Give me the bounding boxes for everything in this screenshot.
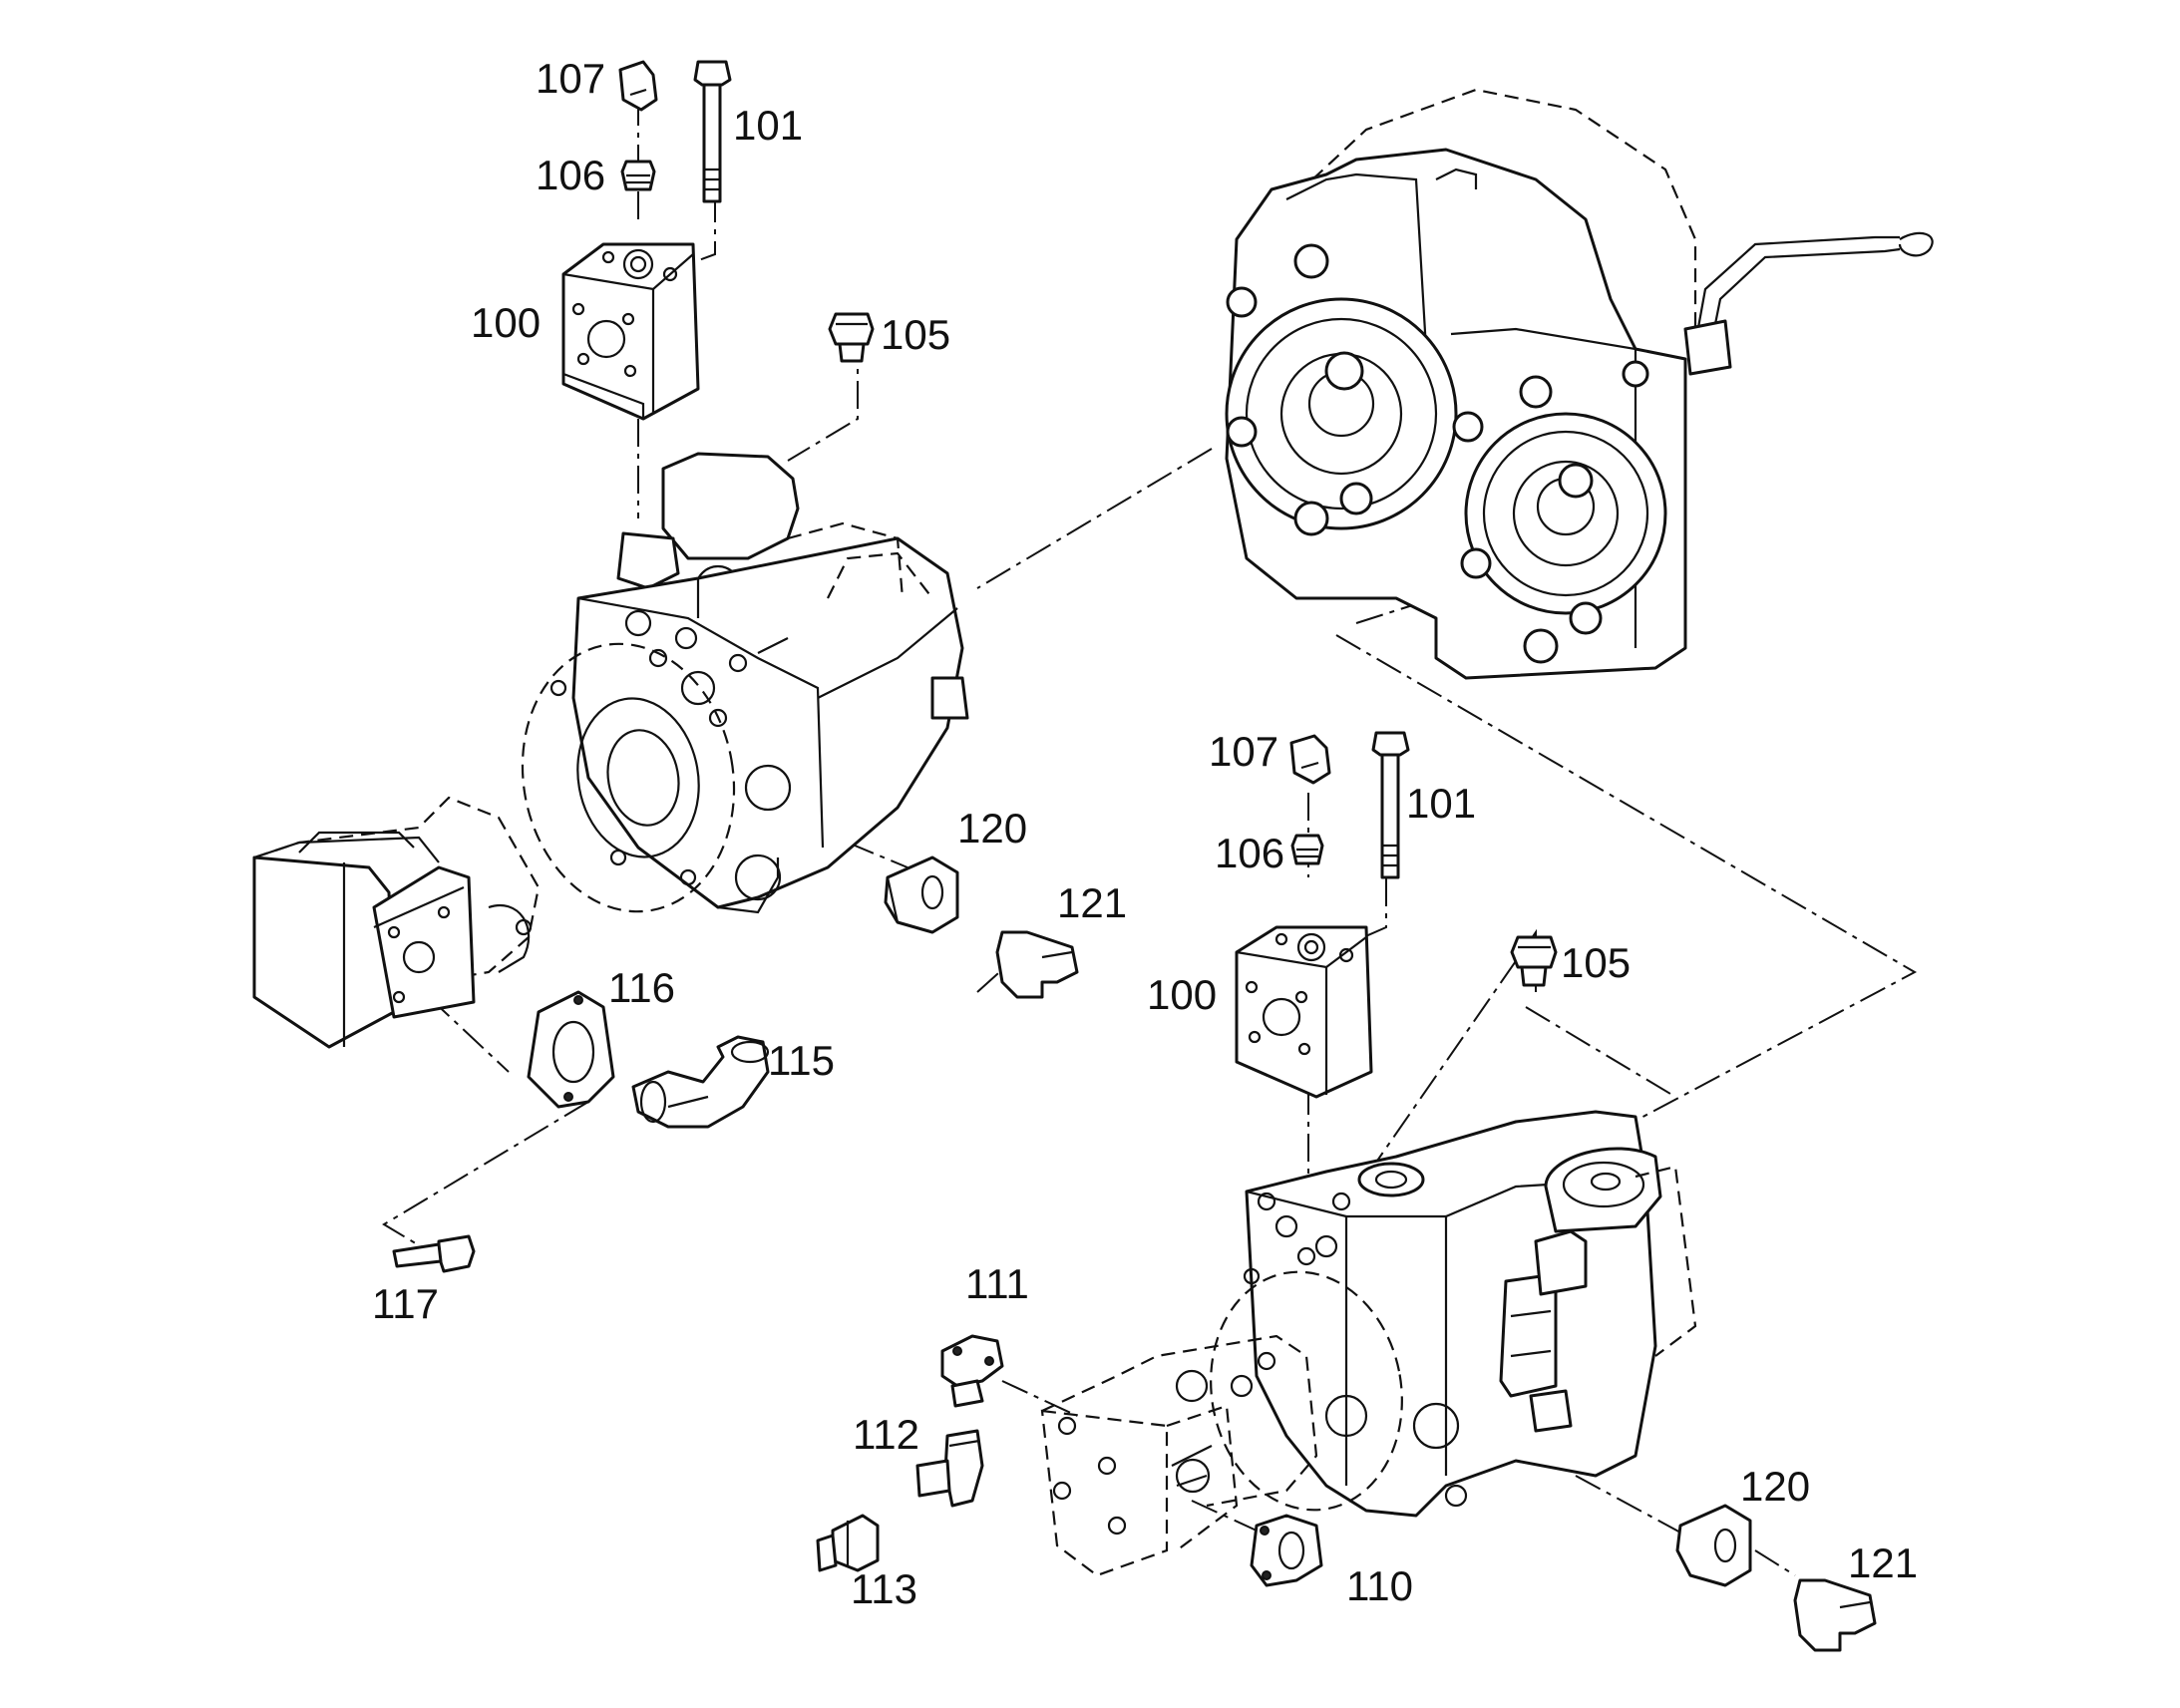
callout-110: 110	[1346, 1562, 1413, 1609]
callout-101-bottom: 101	[1406, 780, 1476, 827]
top-elbow-fitting-107	[618, 60, 658, 112]
bottom-elbow-fitting-107	[1289, 734, 1331, 785]
callout-113: 113	[851, 1565, 917, 1612]
split-flange-116	[527, 990, 615, 1109]
callout-115: 115	[768, 1037, 835, 1084]
top-plug-105	[828, 312, 875, 363]
bottom-elbow-121	[1793, 1578, 1877, 1652]
bottom-bolt-101	[1371, 731, 1410, 879]
callout-112: 112	[853, 1411, 919, 1458]
callout-labels: 107 101 106 100 105 120 121 116 115 117 …	[372, 55, 1918, 1612]
bottom-valve-block-100	[1235, 925, 1373, 1099]
callout-117: 117	[372, 1280, 439, 1327]
top-hydraulic-pump	[521, 452, 969, 914]
flange-fitting-110	[1250, 1514, 1323, 1587]
callout-106-bottom: 106	[1215, 830, 1284, 876]
adapter-113	[816, 1514, 880, 1572]
callout-106-top: 106	[536, 152, 605, 198]
top-elbow-121	[995, 930, 1079, 999]
callout-105-bottom: 105	[1561, 939, 1631, 986]
callout-120-top: 120	[957, 805, 1027, 852]
top-valve-block-100	[561, 242, 700, 421]
bottom-adapter-120	[1675, 1504, 1752, 1587]
top-adapter-106	[620, 160, 656, 191]
callout-100-bottom: 100	[1147, 971, 1217, 1018]
bottom-gear-pump	[1040, 1334, 1318, 1577]
top-bolt-101	[693, 60, 732, 203]
bolt-117	[392, 1234, 476, 1273]
callout-101-top: 101	[733, 102, 803, 149]
bottom-hydraulic-pump	[1210, 1110, 1697, 1518]
top-adapter-120	[884, 855, 959, 934]
bottom-adapter-106	[1290, 834, 1324, 865]
callout-105-top: 105	[881, 311, 950, 358]
callout-120-bottom: 120	[1740, 1463, 1810, 1510]
tee-fitting-112	[915, 1429, 984, 1508]
callout-121-top: 121	[1057, 879, 1127, 926]
flange-fitting-111	[940, 1334, 1004, 1408]
callout-100-top: 100	[471, 299, 541, 346]
left-gear-pump	[252, 796, 541, 1049]
elbow-115	[631, 1035, 770, 1129]
callout-111: 111	[965, 1260, 1029, 1307]
callout-107-bottom: 107	[1209, 728, 1278, 775]
transfer-gearbox	[1225, 88, 1934, 680]
callout-121-bottom: 121	[1848, 1539, 1918, 1586]
callout-116: 116	[608, 964, 675, 1011]
bottom-plug-105	[1510, 935, 1558, 987]
callout-107-top: 107	[536, 55, 605, 102]
